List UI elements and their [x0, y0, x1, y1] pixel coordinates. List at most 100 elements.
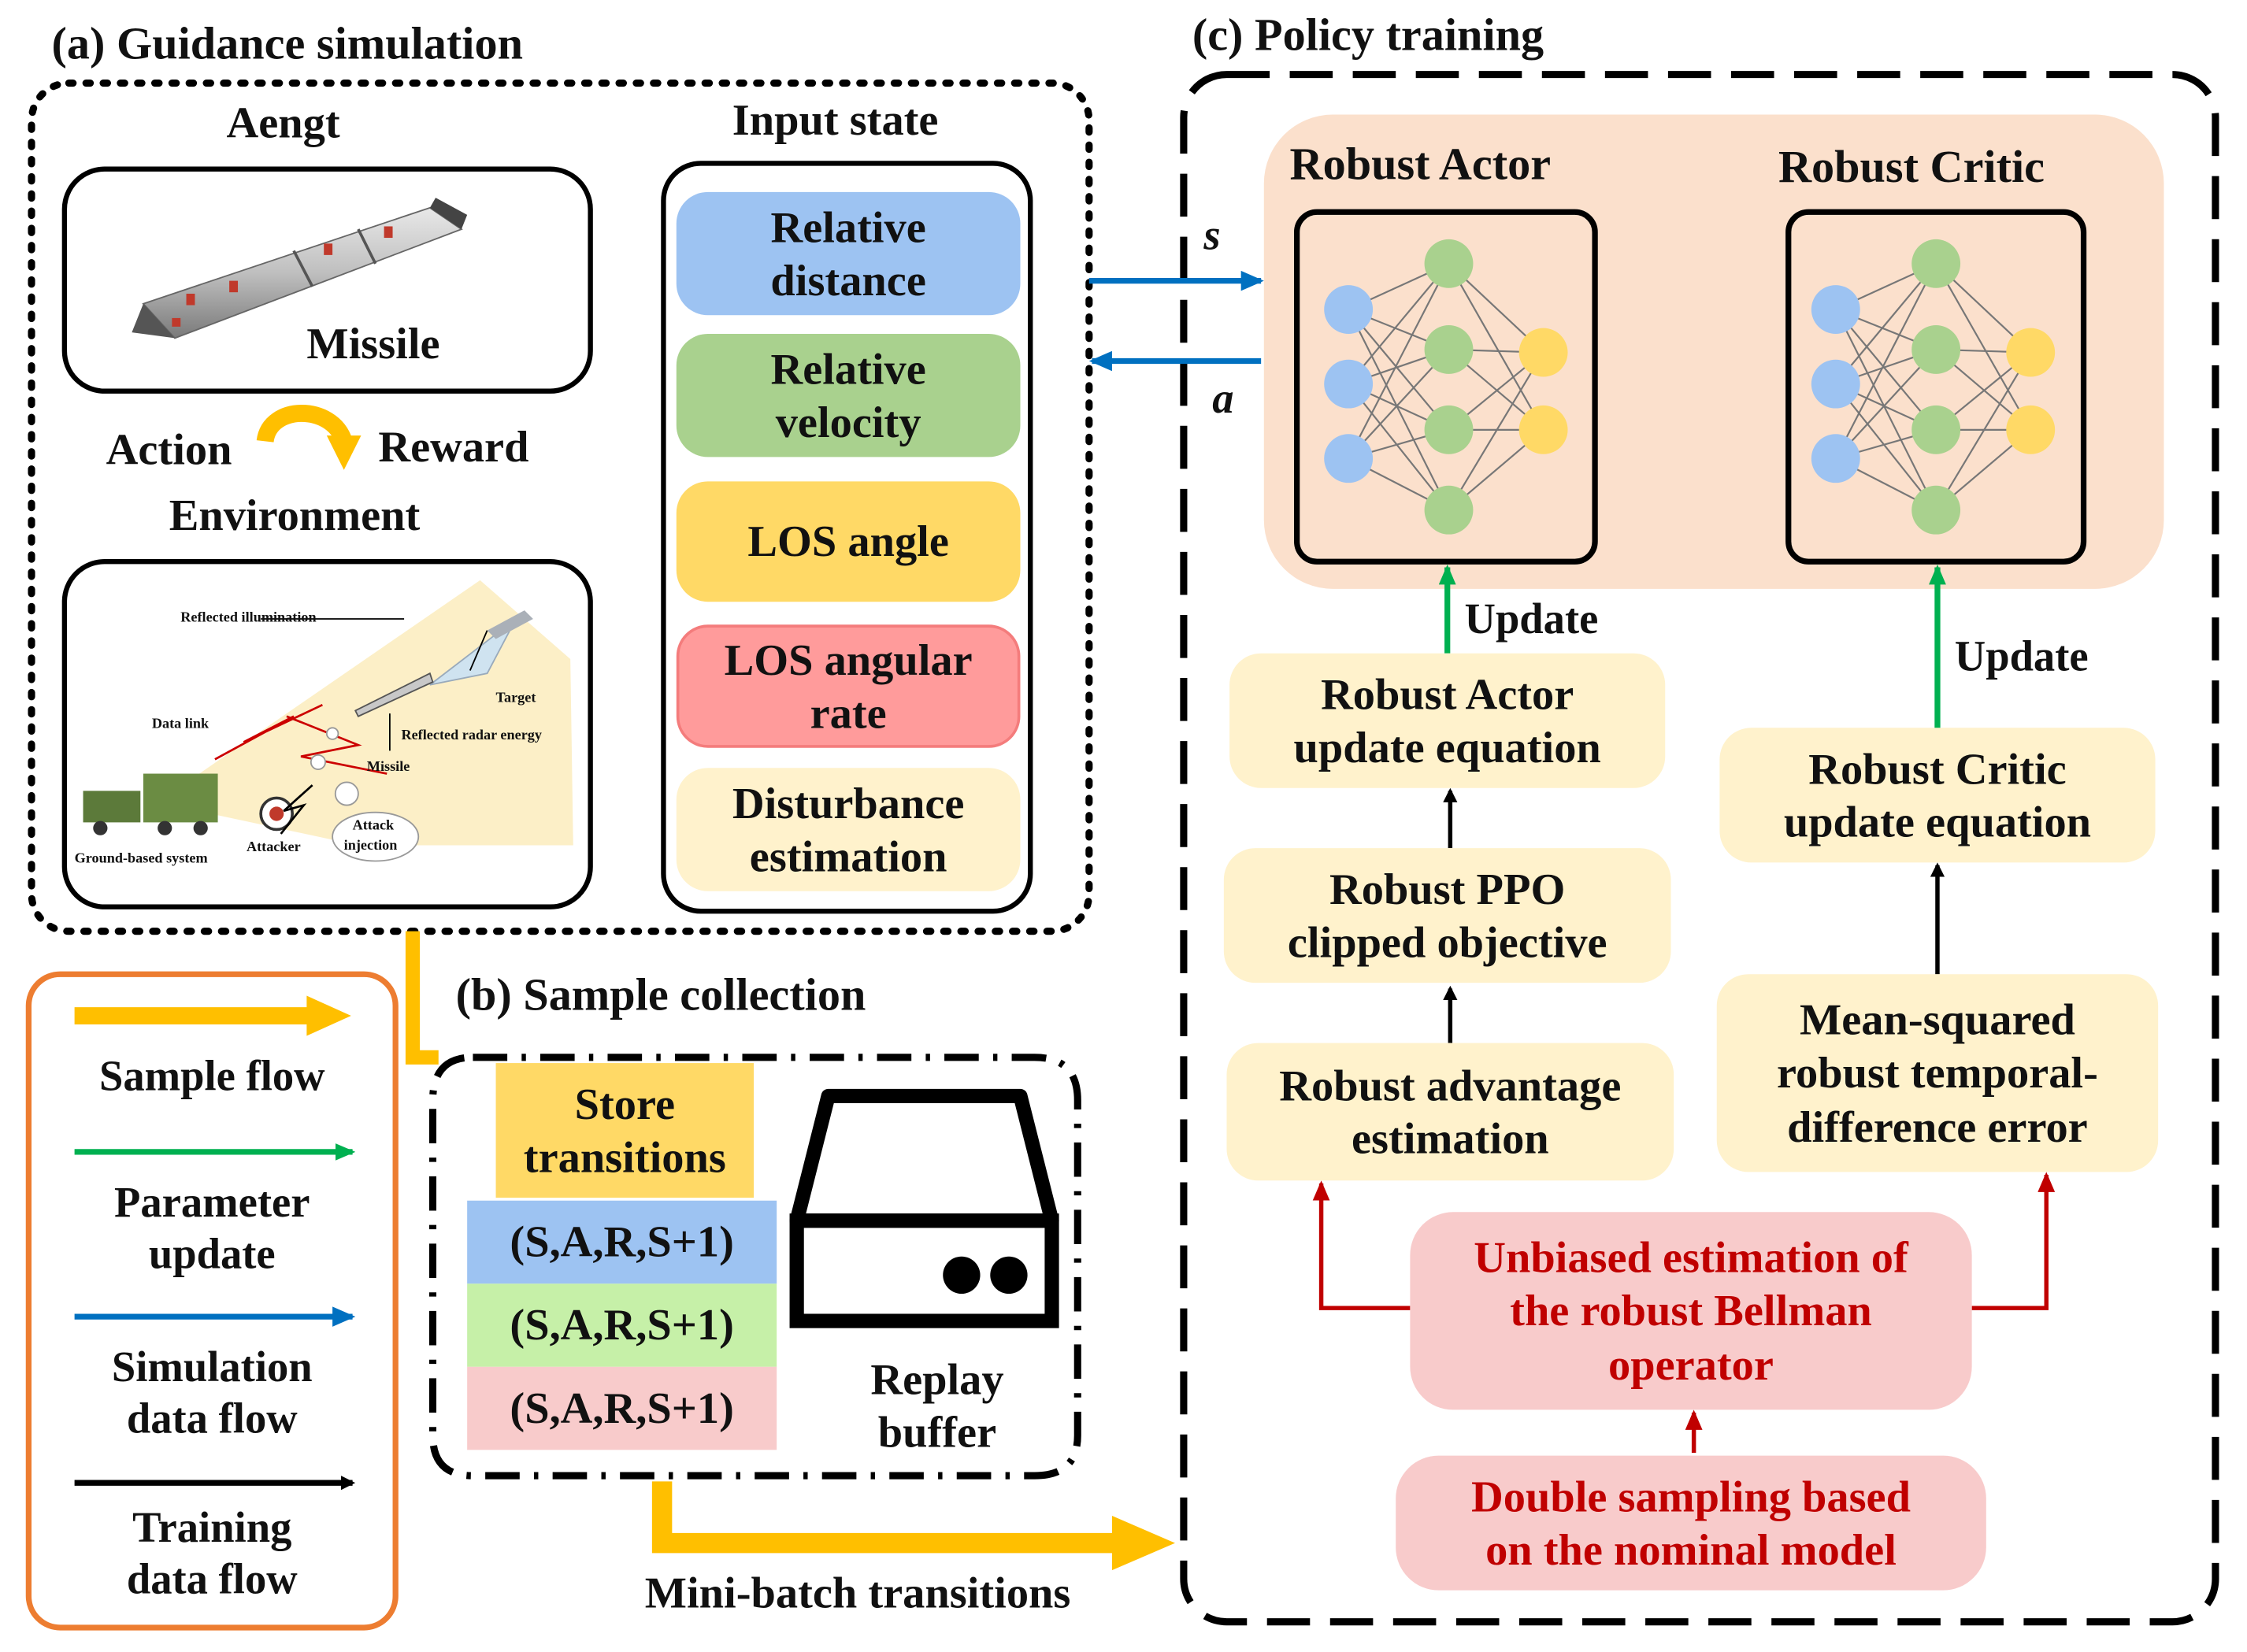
network-node: [2006, 405, 2056, 454]
network-node: [2006, 328, 2056, 377]
environment-scene-picture: [83, 580, 573, 862]
legend-sample-flow-label: Sample flow: [99, 1053, 325, 1101]
replay-line: Replay: [870, 1354, 1004, 1404]
box-line: Robust Critic: [1808, 743, 2067, 794]
network-edge: [1834, 309, 1937, 511]
box-line: Robust advantage: [1279, 1060, 1622, 1110]
legend-box: [25, 971, 399, 1631]
unbiased-to-msre-arrow: [1971, 1172, 2056, 1310]
missile-picture: [132, 198, 468, 339]
scene-ground-based-system: Ground-based system: [74, 850, 208, 867]
robust-actor-title: Robust Actor: [1289, 137, 1552, 190]
network-edge: [1935, 352, 2032, 511]
box-line: clipped objective: [1287, 917, 1607, 968]
transition-row-label: (S,A,R,S+1): [510, 1217, 734, 1268]
policy-training-title: (c) Policy training: [1192, 8, 1544, 61]
actor-update-label: Update: [1464, 595, 1599, 643]
network-edge: [1348, 263, 1450, 459]
scene-attacker: Attacker: [246, 839, 301, 856]
state-los-angle: LOS angle: [676, 481, 1021, 602]
legend-line: Simulation: [111, 1343, 313, 1391]
network-node: [1811, 359, 1860, 409]
store-line: transitions: [523, 1132, 726, 1183]
environment-label: Environment: [169, 490, 421, 540]
transition-row: (S,A,R,S+1): [467, 1283, 777, 1367]
transition-row: (S,A,R,S+1): [467, 1200, 777, 1284]
agent-label: Aengt: [226, 97, 340, 148]
box-line: robust temporal-: [1777, 1047, 2098, 1098]
state-line: Relative: [770, 202, 926, 252]
network-edge: [1834, 309, 1937, 431]
critic-update-label: Update: [1954, 633, 2089, 681]
network-node: [1324, 285, 1374, 334]
scene-reflected-radar-energy: Reflected radar energy: [401, 728, 542, 744]
network-node: [1324, 359, 1374, 409]
network-node: [1424, 239, 1474, 288]
critic-network-box: [1785, 209, 2087, 565]
network-edge: [1834, 263, 1937, 459]
legend-line: data flow: [126, 1555, 298, 1604]
minibatch-label: Mini-batch transitions: [644, 1567, 1071, 1618]
action-symbol: a: [1212, 375, 1234, 423]
state-line: Relative: [770, 343, 926, 394]
robust-critic-title: Robust Critic: [1778, 140, 2045, 192]
network-edge: [1834, 349, 1937, 459]
network-edge: [1448, 263, 1544, 431]
box-line: Robust Actor: [1321, 669, 1574, 720]
network-node: [1911, 239, 1961, 288]
network-node: [1911, 485, 1961, 535]
legend-line: update: [148, 1230, 276, 1278]
policy-training-container: [1180, 71, 2219, 1626]
legend-line: data flow: [126, 1395, 298, 1443]
sample-collection-container: [428, 1054, 1081, 1480]
replay-buffer-icon: [789, 1088, 1059, 1328]
state-symbol: s: [1203, 212, 1221, 260]
state-line: LOS angular: [724, 634, 973, 685]
reward-label: Reward: [378, 420, 529, 472]
unbiased-to-adv-arrow: [1312, 1180, 1411, 1310]
box-line: update equation: [1783, 796, 2092, 847]
network-edge: [1348, 349, 1450, 459]
box-line: estimation: [1351, 1113, 1549, 1164]
network-node: [1911, 405, 1961, 454]
box-line: the robust Bellman: [1510, 1285, 1872, 1336]
box-line: Robust PPO: [1329, 863, 1566, 914]
critic-neural-network: [1811, 239, 2056, 535]
scene-reflected-illumination: Reflected illumination: [180, 610, 317, 627]
legend-line: Training: [132, 1504, 292, 1552]
network-area: [1263, 114, 2164, 589]
action-reward-cycle-icon: [256, 405, 353, 445]
scene-target: Target: [495, 690, 536, 707]
network-edge: [1348, 309, 1450, 431]
network-node: [1911, 325, 1961, 374]
missile-label: Missile: [306, 317, 440, 369]
network-edge: [1348, 309, 1450, 511]
actor-neural-network: [1324, 239, 1568, 535]
network-edge: [1935, 263, 2032, 431]
network-node: [1811, 285, 1860, 334]
box-line: on the nominal model: [1485, 1524, 1897, 1575]
state-line: velocity: [775, 397, 921, 447]
scene-missile: Missile: [366, 759, 410, 776]
network-node: [1424, 485, 1474, 535]
transition-row: (S,A,R,S+1): [467, 1366, 777, 1450]
network-edge: [1448, 352, 1544, 511]
network-node: [1424, 405, 1474, 454]
box-line: Unbiased estimation of: [1474, 1232, 1908, 1283]
box-line: Mean-squared: [1799, 995, 2075, 1045]
scene-attack: Attack: [352, 817, 395, 834]
state-line: LOS angle: [747, 516, 949, 567]
